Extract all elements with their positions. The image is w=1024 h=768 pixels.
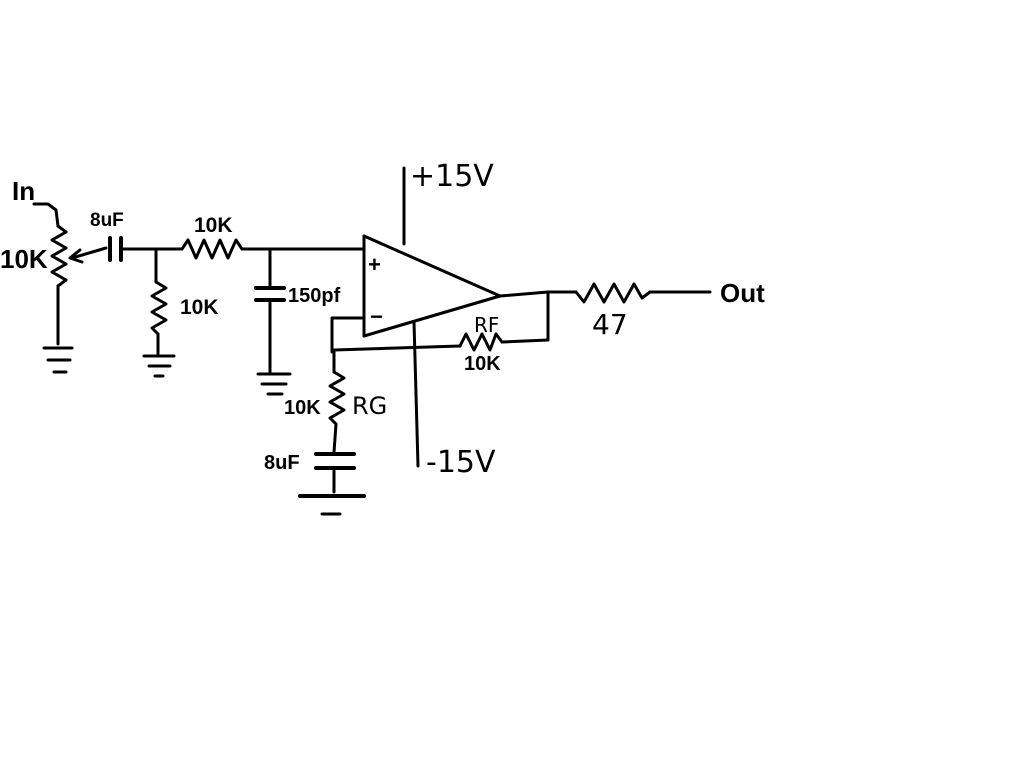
output-resistor: [546, 282, 712, 304]
coupling-cap-label: 8uF: [90, 210, 124, 231]
gain-name-label: RG: [352, 392, 387, 420]
output-resistor-label: 47: [592, 308, 628, 341]
gain-cap-label: 8uF: [264, 452, 300, 474]
gain-capacitor: [314, 452, 356, 494]
series-resistor: [154, 238, 366, 260]
pos-supply-label: +15V: [410, 159, 494, 194]
gain-value-label: 10K: [284, 397, 321, 419]
output-label: Out: [720, 278, 765, 308]
ground-symbol-gain: [298, 494, 366, 516]
ground-symbol-filter: [256, 372, 292, 396]
ground-symbol-pot: [42, 346, 74, 374]
feedback-value-label: 10K: [464, 353, 501, 375]
neg-supply-label: -15V: [426, 445, 496, 480]
gain-resistor: [328, 348, 346, 454]
shunt-resistor: [150, 247, 168, 356]
shunt-resistor-label: 10K: [180, 296, 219, 319]
feedback-resistor: [332, 290, 550, 352]
minus-input-label: −: [370, 304, 383, 329]
filter-capacitor: [254, 247, 286, 374]
negative-supply-rail: [412, 320, 420, 468]
filter-cap-label: 150pf: [288, 285, 341, 307]
series-resistor-label: 10K: [194, 214, 233, 237]
inverting-input-wire: [330, 316, 366, 354]
input-label: In: [12, 176, 35, 206]
pot-value-label: 10K: [0, 244, 48, 274]
ground-symbol-shunt: [142, 354, 176, 378]
coupling-capacitor: [108, 236, 158, 262]
feedback-name-label: RF: [474, 313, 499, 337]
input-potentiometer: [32, 202, 108, 346]
plus-input-label: +: [368, 252, 381, 277]
